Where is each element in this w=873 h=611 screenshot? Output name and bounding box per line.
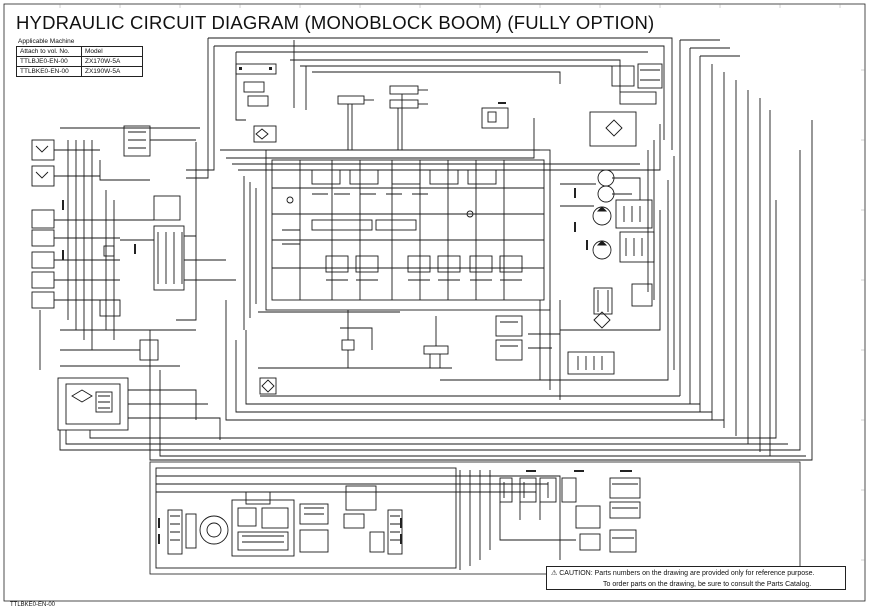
outrigger-valve-group <box>499 477 641 553</box>
caution-box: ⚠ CAUTION: Parts numbers on the drawing … <box>546 566 846 590</box>
table-cell: ZX170W-5A <box>81 56 143 67</box>
cylinder-group-top <box>235 63 428 150</box>
table-header-cell: Attach to vol. No. <box>16 46 82 57</box>
table-header-cell: Model <box>81 46 143 57</box>
travel-motor-group <box>167 485 403 557</box>
table-row: TTLBKE0-EN-00 ZX190W-5A <box>16 66 143 77</box>
left-lower-unit <box>57 120 813 461</box>
caution-line-1: Parts numbers on the drawing are provide… <box>594 570 815 577</box>
center-lower-components <box>225 300 724 421</box>
travel-circuit-frame <box>149 461 801 575</box>
applicable-machine-caption: Applicable Machine <box>18 38 75 45</box>
grid-ruler <box>59 4 865 561</box>
left-pilot-valves <box>31 125 236 380</box>
control-valve-block <box>265 149 551 311</box>
pilot-filter-group <box>481 63 663 147</box>
document-id: TTLBKE0-EN-00 <box>10 602 56 608</box>
diagram-title: HYDRAULIC CIRCUIT DIAGRAM (MONOBLOCK BOO… <box>16 12 655 33</box>
applicable-machine-table: Attach to vol. No. Model TTLBJE0-EN-00 Z… <box>16 46 143 77</box>
table-cell: TTLBJE0-EN-00 <box>16 56 82 67</box>
table-cell: TTLBKE0-EN-00 <box>16 66 82 77</box>
warning-icon: ⚠ <box>551 570 558 577</box>
sheet-border <box>3 3 866 602</box>
return-lines-right <box>679 39 771 456</box>
right-middle-valves <box>495 300 615 400</box>
table-header-row: Attach to vol. No. Model <box>16 46 143 57</box>
main-pump-group <box>440 140 675 381</box>
caution-label: CAUTION: <box>559 570 593 577</box>
caution-line-2: To order parts on the drawing, be sure t… <box>603 581 812 588</box>
tiny-component-marks <box>62 67 632 544</box>
table-cell: ZX190W-5A <box>81 66 143 77</box>
table-row: TTLBJE0-EN-00 ZX170W-5A <box>16 56 143 67</box>
